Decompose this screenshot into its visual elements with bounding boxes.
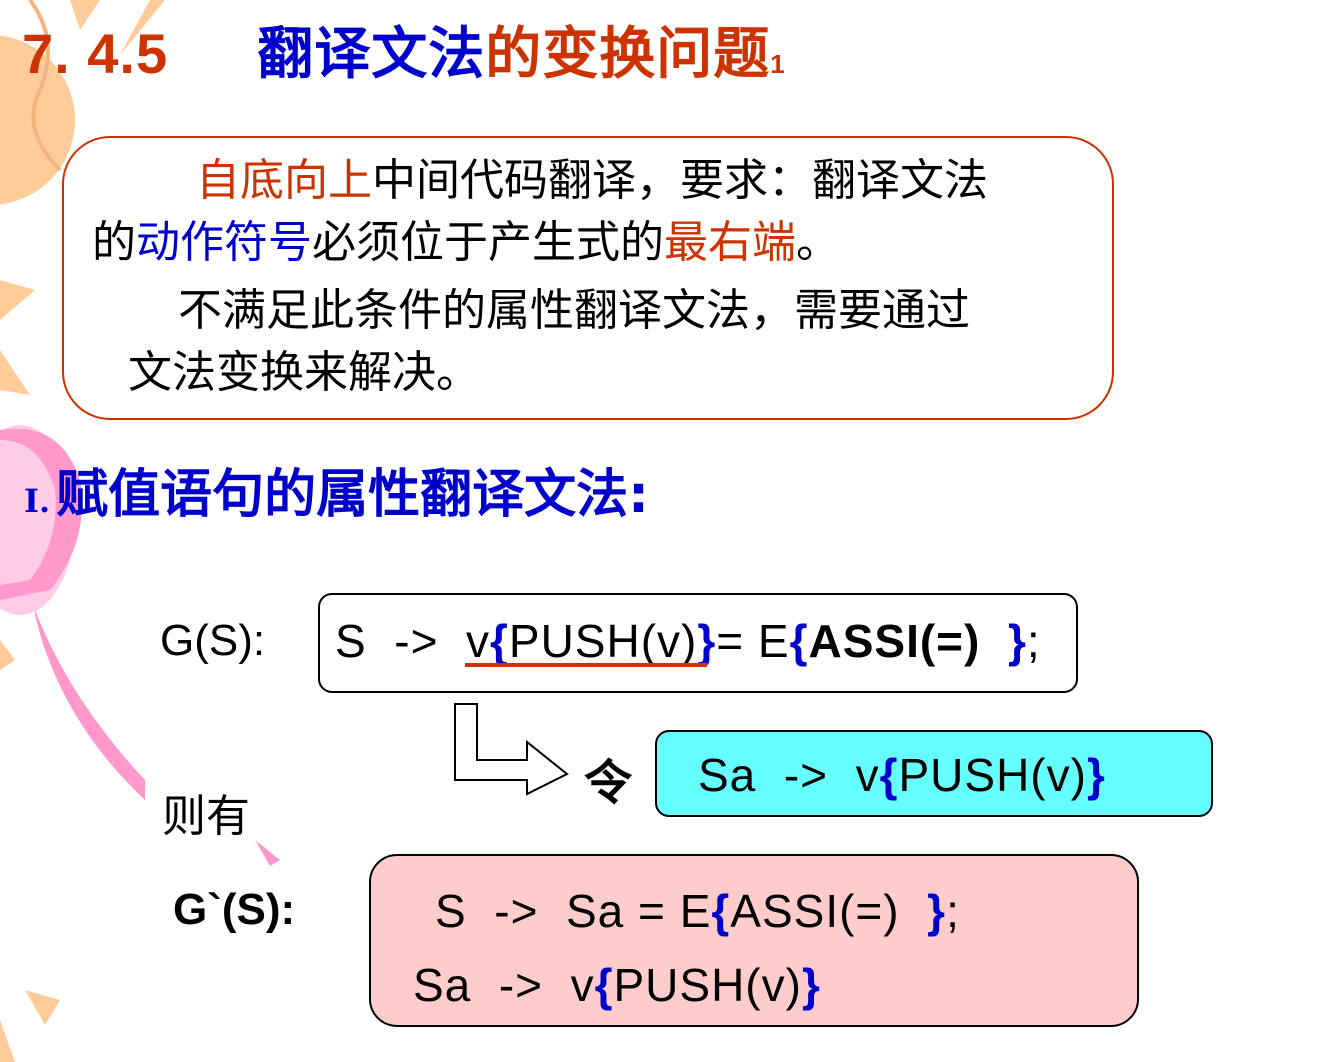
then-label: 则有	[162, 791, 250, 842]
intro-line-4: 文法变换来解决。	[128, 347, 480, 398]
intro-line-1: 自底向上中间代码翻译，要求：翻译文法	[196, 155, 988, 206]
title-red-part: 的变换问题	[485, 22, 771, 85]
intro-line-3: 不满足此条件的属性翻译文法，需要通过	[178, 285, 970, 336]
grammar-g-box	[318, 593, 1078, 693]
new-rule-box	[655, 730, 1213, 817]
transformed-rule-1: S -> Sa = E{ASSI(=) };	[435, 885, 960, 937]
new-rule-production: Sa -> v{PUSH(v)}	[698, 749, 1106, 801]
grammar-g-production: S -> v{PUSH(v)}= E{ASSI(=) };	[335, 615, 1041, 667]
transformed-rule-2: Sa -> v{PUSH(v)}	[413, 959, 821, 1011]
let-label: 令	[584, 755, 633, 811]
right-turn-arrow-icon	[454, 703, 569, 796]
highlight-underline	[465, 663, 707, 667]
grammar-g2-label: G`(S):	[173, 885, 296, 934]
section-heading: I.赋值语句的属性翻译文法:	[24, 465, 649, 525]
title-blue-part: 翻译文法	[257, 22, 486, 85]
intro-line-2: 的动作符号必须位于产生式的最右端。	[92, 217, 840, 268]
intro-text: 自底向上中间代码翻译，要求：翻译文法 的动作符号必须位于产生式的最右端。 不满足…	[92, 150, 1102, 404]
title-suffix: 1	[770, 49, 786, 79]
intro-box	[62, 136, 1114, 420]
roman-numeral: I.	[24, 482, 51, 520]
page-title: 7. 4.5 翻译文法的变换问题1	[22, 18, 786, 100]
grammar-g-label: G(S):	[160, 616, 266, 665]
section-number: 7. 4.5	[22, 22, 169, 85]
transformed-grammar-box	[369, 854, 1139, 1027]
